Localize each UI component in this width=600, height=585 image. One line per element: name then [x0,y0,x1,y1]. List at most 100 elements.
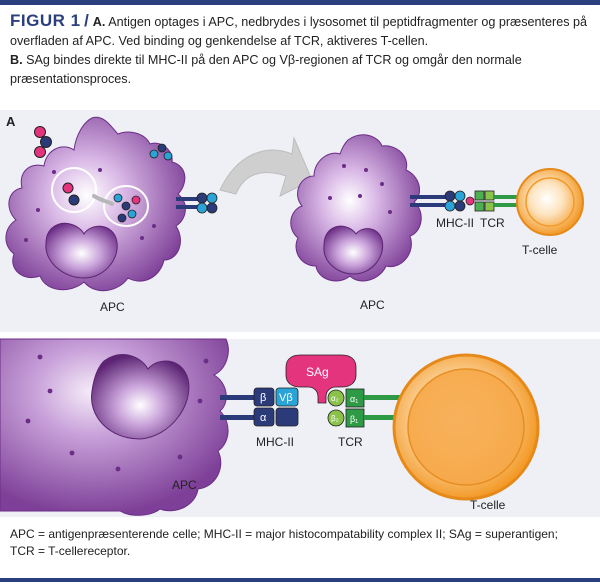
tcr-stalk-top [364,395,414,400]
tcr-domain [484,201,495,212]
t-cell-a [516,168,584,236]
panel-a: A [0,110,600,332]
lysosome [103,185,149,227]
label-mhc-ii: MHC-II [436,216,474,230]
granule [328,196,332,200]
figure-slash: / [84,11,89,30]
surface-fragment [163,151,173,161]
mhc-domain [196,202,208,214]
mhc-alpha-domain [253,407,275,427]
label-t-cell-b: T-celle [470,498,506,512]
label-beta: β [260,392,266,404]
apc-nucleus-left [45,222,118,279]
granule [140,236,144,240]
panel-b: B [0,338,600,517]
mhc-domain [206,202,218,214]
granule [197,398,203,404]
fragment [117,213,127,223]
figure-label: FIGUR 1 [10,11,81,30]
surface-fragment [157,143,167,153]
mhc-stalk-bottom [176,205,200,209]
t-cell-a-inner [525,177,575,227]
free-antigen-pink-2 [34,146,46,158]
mhc-domain [444,200,456,212]
granule [98,168,102,172]
label-alpha2: α₂ [331,394,339,403]
label-mhc-ii-b: MHC-II [256,435,294,449]
label-apc-left: APC [100,300,125,314]
granule [36,208,40,212]
granule [342,164,346,168]
apc-nucleus-b [91,354,190,440]
panel-a-letter: A [6,114,16,129]
granule [203,358,209,364]
top-rule [0,0,600,5]
antigen-pink [62,182,74,194]
tcr-beta2-domain [327,409,345,427]
mhc-domain [454,190,466,202]
tcr-stalk-bottom [364,415,414,420]
mhc-domain [206,192,218,204]
granule [364,168,368,172]
surface-fragment [149,149,159,159]
lysosome-link [92,194,114,206]
t-cell-b-inner [407,368,525,486]
mhc-stalk-top-right [410,195,448,199]
tcr-domain [474,201,485,212]
part-b-letter: B. [10,53,23,67]
mhc-stalk-beta [220,395,254,400]
mhc-domain [454,200,466,212]
fragment [113,193,123,203]
granule [69,450,75,456]
apc-cell-right [290,134,422,282]
mhc-stalk-bottom-right [410,203,448,207]
granule [24,238,28,242]
mhc-alpha-domain-2 [275,407,299,427]
granule [25,418,31,424]
panel-a-diagram: APC APC MHC-II TCR T-celle [5,116,584,314]
granule [115,466,121,472]
mhc-domain [196,192,208,204]
granule [358,194,362,198]
tcr-stalk-top [494,195,522,199]
tcr-domain [474,190,485,201]
superantigen [285,354,357,404]
lysosome-vesicle [51,167,97,213]
granule [37,354,43,360]
label-apc-b: APC [172,478,197,492]
label-alpha1: α₁ [350,394,358,404]
footnote-line-2: TCR = T-cellereceptor. [10,544,131,558]
tcr-vbeta-domain [275,387,299,407]
panel-b-diagram: β α Vβ SAg α₂ β₂ α₁ β₁ APC MHC-II TCR [0,338,540,516]
label-tcr-b: TCR [338,435,363,449]
label-tcr: TCR [480,216,505,230]
fragment [121,201,131,211]
fragment [131,195,141,205]
mhc-domain [444,190,456,202]
part-a-letter: A. [92,15,106,29]
apc-nucleus-right [323,225,384,275]
granule [380,182,384,186]
tcr-domain [484,190,495,201]
figure-caption: FIGUR 1 /A. Antigen optages i APC, nedbr… [10,11,595,89]
footnote-line-1: APC = antigenpræsenterende celle; MHC-II… [10,527,558,541]
label-sag: SAg [306,365,329,379]
granule [52,170,56,174]
granule [388,210,392,214]
label-beta1: β₁ [350,414,358,424]
mhc-stalk-alpha [220,415,254,420]
part-a-caption: Antigen optages i APC, nedbrydes i lysos… [10,15,588,48]
label-vbeta: Vβ [279,392,293,404]
abbreviations-footnote: APC = antigenpræsenterende celle; MHC-II… [10,526,595,560]
tcr-alpha2-domain [327,389,345,407]
bottom-rule [0,578,600,582]
peptide [465,196,475,206]
label-apc-right: APC [360,298,385,312]
granule [177,454,183,460]
label-beta2: β₂ [331,414,339,423]
tcr-stalk-bottom [494,203,522,207]
mhc-beta-domain [253,387,275,407]
label-t-cell: T-celle [522,243,558,257]
free-antigen-navy [40,136,52,148]
